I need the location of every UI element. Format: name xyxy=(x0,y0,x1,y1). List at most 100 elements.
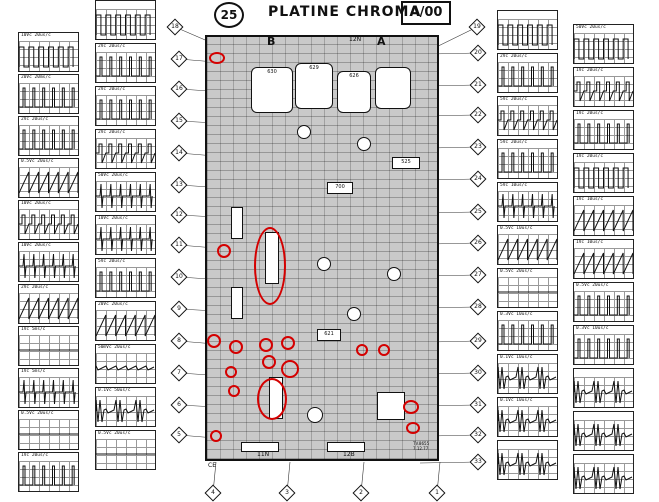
oscilloscope-trace: 20Vc 20ms/c xyxy=(18,74,79,114)
callout-number: 31 xyxy=(474,401,482,408)
callout-marker: 11 xyxy=(170,236,188,254)
callout-number: 24 xyxy=(474,175,482,182)
waveform-trace xyxy=(498,366,557,390)
callout-marker: 15 xyxy=(170,112,188,130)
scope-waveform xyxy=(574,466,633,490)
callout-marker: 28 xyxy=(469,298,487,316)
waveform-trace xyxy=(19,465,75,486)
waveform-trace xyxy=(574,338,630,359)
callout-number: 23 xyxy=(474,143,482,150)
callout-marker: 26 xyxy=(469,234,487,252)
scope-label: 1Vc 20us/c xyxy=(576,111,604,116)
oscilloscope-trace xyxy=(497,440,558,480)
callout-number: 9 xyxy=(177,305,181,312)
scope-label: 10Vc 20us/c xyxy=(21,243,51,248)
scope-grid xyxy=(19,125,78,155)
callout-number: 26 xyxy=(474,239,482,246)
scope-grid xyxy=(498,363,557,393)
waveform-trace xyxy=(498,110,557,131)
oscilloscope-trace: 10Vc 20us/c xyxy=(18,32,79,72)
callout-number: 8 xyxy=(177,337,181,344)
component-700: 700 xyxy=(327,182,353,194)
scope-grid xyxy=(574,377,633,407)
oscilloscope-trace: 10Vc 20us/c xyxy=(18,200,79,240)
oscilloscope-trace: 1Vc 20us/c xyxy=(18,452,79,492)
waveform-trace xyxy=(19,214,78,235)
oscilloscope-trace: 0.5Vc 10us/c xyxy=(497,225,558,265)
waveform-trace xyxy=(96,99,152,120)
waveform-trace xyxy=(574,252,633,275)
scope-waveform xyxy=(574,123,630,144)
scope-label: 1Vc 5ms/c xyxy=(21,369,46,374)
waveform-trace xyxy=(574,209,633,232)
callout-number: 12 xyxy=(175,211,183,218)
callout-number: 7 xyxy=(177,369,181,376)
callout-number: 22 xyxy=(474,111,482,118)
scope-grid xyxy=(498,406,557,436)
scope-label: 0.5Vc 20us/c xyxy=(21,411,54,416)
waveform-trace xyxy=(96,56,152,77)
waveform-trace xyxy=(498,193,555,219)
waveform-trace xyxy=(19,379,76,405)
waveform-trace xyxy=(96,365,155,371)
callout-marker: 9 xyxy=(170,300,188,318)
scope-label: 1Vc 10us/c xyxy=(576,197,604,202)
transistor xyxy=(297,125,311,139)
red-highlight-circle xyxy=(207,334,221,348)
scope-label: 0.5Vc 20us/c xyxy=(576,283,609,288)
scope-label: 2Vc 20us/c xyxy=(21,117,49,122)
waveform-trace xyxy=(574,466,633,490)
callout-number: 17 xyxy=(175,55,183,62)
waveform-trace xyxy=(19,129,75,150)
scope-waveform xyxy=(19,46,74,68)
oscilloscope-trace: 5Vc 20us/c xyxy=(497,96,558,136)
waveform-trace xyxy=(574,81,633,102)
scope-waveform xyxy=(498,152,554,173)
coil-can-629: 629 xyxy=(295,63,333,109)
transistor xyxy=(317,257,331,271)
scope-label: 0.1Vc 10us/c xyxy=(500,398,533,403)
red-highlight-ellipse xyxy=(254,227,286,305)
oscilloscope-trace xyxy=(95,0,156,40)
callout-marker: 22 xyxy=(469,106,487,124)
scope-waveform xyxy=(19,349,78,351)
scope-label: 0.1Vc 10us/c xyxy=(500,355,533,360)
scope-waveform xyxy=(96,314,155,337)
waveform-trace xyxy=(574,167,629,189)
callout-number: 4 xyxy=(211,489,215,496)
scope-label: 1Vc 20us/c xyxy=(21,453,49,458)
callout-number: 6 xyxy=(177,401,181,408)
callout-marker: 14 xyxy=(170,144,188,162)
red-highlight-circle xyxy=(228,385,240,397)
coil-can-right xyxy=(375,67,411,109)
oscilloscope-trace: 10Vc 20us/c xyxy=(18,242,79,282)
scope-grid xyxy=(574,334,633,364)
callout-number: 33 xyxy=(474,458,482,465)
scope-waveform xyxy=(574,38,629,60)
scope-waveform xyxy=(574,81,633,102)
callout-marker: 12 xyxy=(170,206,188,224)
oscilloscope-trace: 1Vc 5ms/c xyxy=(18,326,79,366)
scope-grid xyxy=(19,461,78,491)
scope-waveform xyxy=(96,14,151,36)
callout-number: 21 xyxy=(474,81,482,88)
callout-marker: 13 xyxy=(170,176,188,194)
red-highlight-circle xyxy=(403,400,419,414)
callout-marker: 2 xyxy=(352,484,370,502)
waveform-trace xyxy=(19,171,78,194)
oscilloscope-trace: 5Vc 20us/c xyxy=(95,258,156,298)
waveform-trace xyxy=(96,271,152,292)
callout-marker: 17 xyxy=(170,50,188,68)
oscilloscope-trace: 5Vc 10us/c xyxy=(497,182,558,222)
waveform-trace xyxy=(19,46,74,68)
board-code: TV.8655 7.12.77 xyxy=(413,441,430,451)
red-highlight-circle xyxy=(281,336,295,350)
callout-number: 18 xyxy=(171,23,179,30)
oscilloscope-trace: 0.3Vc 10us/c xyxy=(497,311,558,351)
scope-waveform xyxy=(574,380,633,404)
callout-number: 15 xyxy=(175,117,183,124)
connector-block-left xyxy=(231,287,243,319)
callout-number: 20 xyxy=(474,49,482,56)
waveform-trace xyxy=(498,24,553,46)
waveform-trace xyxy=(498,152,554,173)
